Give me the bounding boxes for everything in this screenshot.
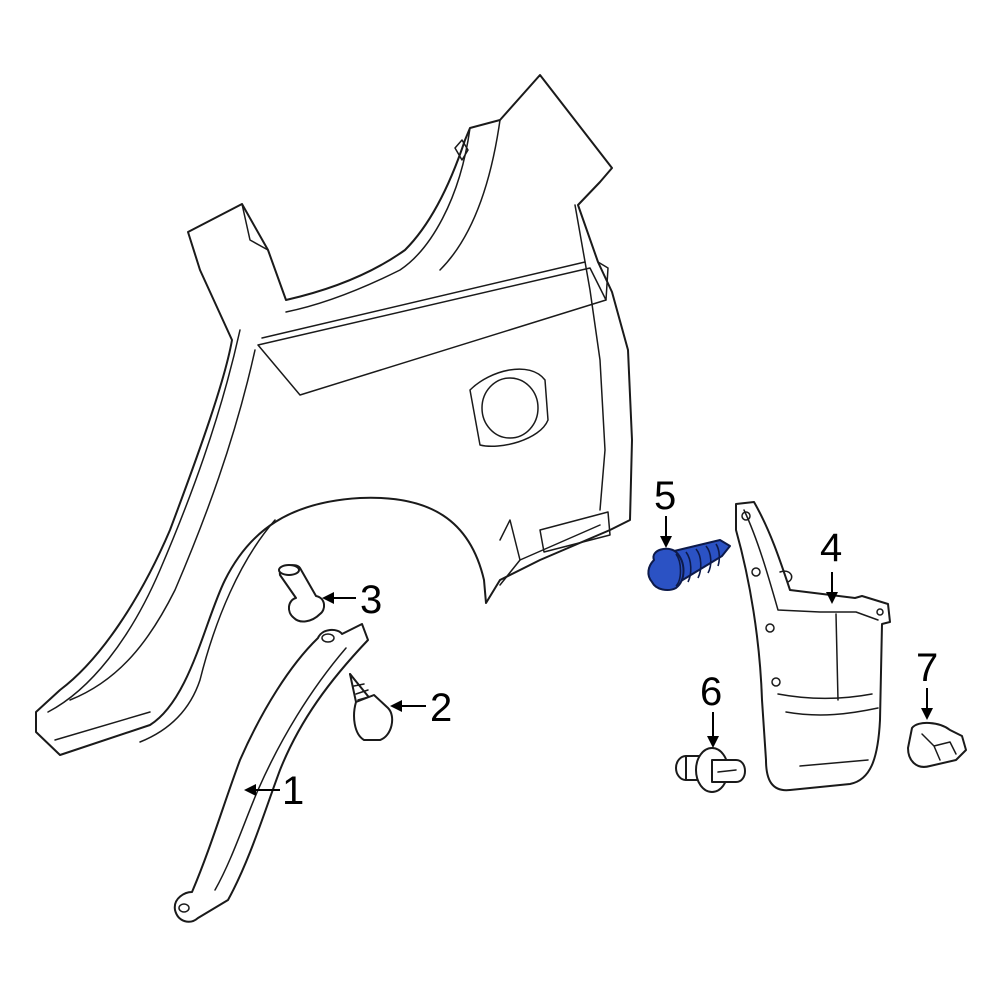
callout-4[interactable]: 4 — [820, 526, 843, 570]
callout-7[interactable]: 7 — [916, 646, 939, 690]
part-6-push-retainer-clip[interactable] — [675, 747, 746, 793]
part-1-wheel-opening-moulding[interactable] — [173, 623, 369, 923]
callout-6[interactable]: 6 — [700, 670, 723, 714]
callout-5[interactable]: 5 — [654, 474, 677, 518]
callout-1[interactable]: 1 — [282, 769, 305, 813]
part-7-retainer-nut[interactable] — [907, 722, 967, 768]
part-5-mud-flap-screw[interactable] — [647, 539, 731, 591]
callout-arrows — [244, 516, 933, 796]
part-2-tapping-screw[interactable] — [349, 673, 394, 741]
part-4-mud-flap[interactable] — [735, 501, 891, 792]
callout-2[interactable]: 2 — [430, 686, 453, 730]
part-3-moulding-clip-stud[interactable] — [278, 564, 326, 623]
quarter-panel — [35, 74, 633, 756]
callout-3[interactable]: 3 — [360, 578, 383, 622]
